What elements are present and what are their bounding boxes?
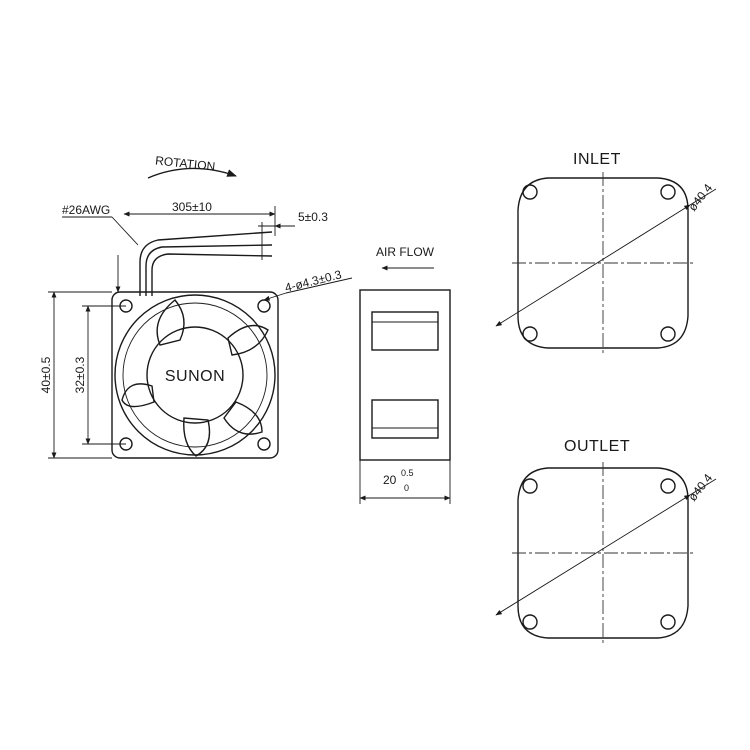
outlet-view: OUTLET ø40.4	[495, 438, 717, 644]
fan-venturi-inner	[122, 302, 268, 448]
hole-spec-leader	[263, 292, 287, 301]
inlet-diameter-leader	[689, 188, 717, 206]
inlet-hole-br	[660, 326, 676, 342]
inlet-hole-bl	[522, 326, 538, 342]
inlet-view: INLET ø40.4	[495, 151, 717, 354]
fan-frame	[111, 291, 279, 459]
inlet-diameter-dim	[495, 204, 691, 327]
height-label: 40±0.5	[39, 356, 53, 393]
inlet-diameter-label: ø40.4	[685, 181, 715, 214]
front-view: ROTATION #26AWG 305±10 5±0.3 4-ø4.3±0.3	[39, 153, 353, 459]
outlet-hole-br	[660, 614, 676, 630]
side-window-bottom	[371, 399, 439, 439]
wire-2	[145, 244, 273, 296]
inlet-title: INLET	[573, 151, 621, 168]
brand-label: SUNON	[165, 368, 225, 385]
side-body	[359, 289, 451, 461]
outlet-diameter-label: ø40.4	[685, 471, 715, 504]
rotation-label: ROTATION	[155, 153, 216, 173]
air-flow-label: AIR FLOW	[376, 245, 435, 259]
strip-length-label: 5±0.3	[298, 210, 328, 224]
outlet-hole-tr	[660, 478, 676, 494]
inlet-hole-tl	[522, 184, 538, 200]
hole-spec-label: 4-ø4.3±0.3	[283, 267, 343, 295]
inlet-hole-tr	[660, 184, 676, 200]
wire-3	[151, 253, 273, 296]
depth-tol-upper: 0.5	[401, 468, 414, 478]
outlet-hole-bl	[522, 614, 538, 630]
depth-label: 20	[383, 473, 397, 487]
inlet-outline	[517, 177, 689, 349]
fan-hub	[146, 326, 244, 424]
outlet-title: OUTLET	[564, 438, 630, 455]
side-view: AIR FLOW 20 0.5 0	[359, 245, 451, 504]
lead-length-label: 305±10	[172, 200, 212, 214]
outlet-hole-tl	[522, 478, 538, 494]
mount-hole-br	[257, 437, 271, 451]
mount-hole-tr	[257, 299, 271, 313]
fan-blades	[121, 299, 269, 457]
pitch-label: 32±0.3	[73, 356, 87, 393]
wire-1	[139, 231, 273, 296]
outlet-outline	[517, 467, 689, 639]
side-window-top	[371, 311, 439, 351]
outlet-diameter-dim	[495, 494, 691, 616]
wire-gauge-label: #26AWG	[62, 203, 110, 217]
outlet-diameter-leader	[689, 478, 717, 496]
wire-gauge-leader	[111, 216, 139, 246]
rotation-arrow	[147, 167, 237, 179]
depth-tol-lower: 0	[404, 483, 409, 493]
hole-spec-leader-top	[285, 277, 353, 294]
